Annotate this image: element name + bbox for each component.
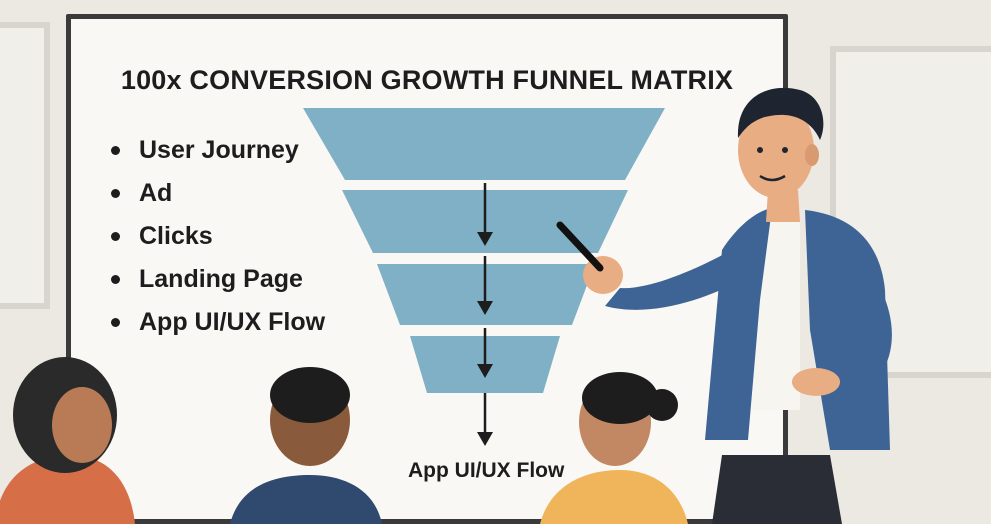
board-title: 100x CONVERSION GROWTH FUNNEL MATRIX (120, 65, 734, 95)
bullet-item: Clicks (111, 215, 325, 258)
bullet-item: Ad (111, 172, 325, 215)
funnel-output-label: App UI/UX Flow (408, 459, 565, 482)
arrow-head (477, 232, 493, 246)
audience (0, 357, 688, 524)
pointer-stick (556, 221, 604, 272)
bullet-item: User Journey (111, 129, 325, 172)
presentation-board: 100x CONVERSION GROWTH FUNNEL MATRIX Use… (66, 14, 788, 524)
bullet-list: User Journey Ad Clicks Landing Page App … (111, 129, 325, 344)
bullet-item: Landing Page (111, 258, 325, 301)
presenter (556, 87, 892, 524)
funnel-stage-1 (303, 108, 665, 180)
funnel-arrows (477, 183, 493, 446)
arrow-head (477, 432, 493, 446)
arrow-head (477, 364, 493, 378)
left-window (0, 22, 50, 309)
arrow-head (477, 301, 493, 315)
bullet-item: App UI/UX Flow (111, 301, 325, 344)
